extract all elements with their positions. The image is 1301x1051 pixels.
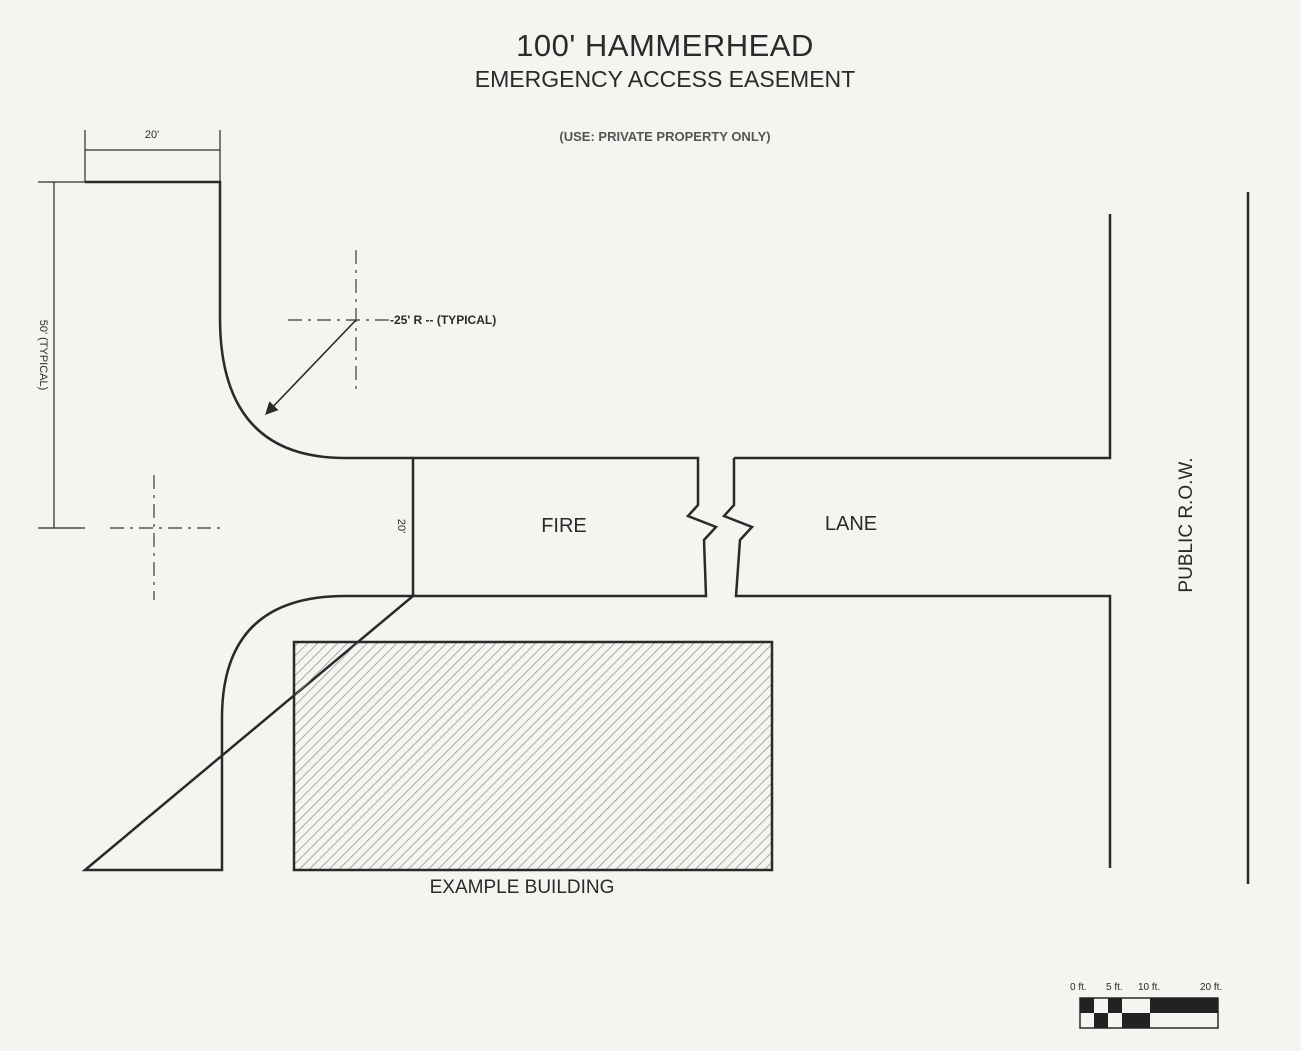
scale-tick-5: 5 ft. — [1106, 982, 1123, 993]
radius-center-cross — [288, 250, 390, 392]
scale-tick-0: 0 ft. — [1070, 982, 1087, 993]
usage-note: (USE: PRIVATE PROPERTY ONLY) — [559, 129, 771, 144]
drawing-title: 100' HAMMERHEAD — [516, 28, 814, 63]
building-label: EXAMPLE BUILDING — [430, 877, 615, 898]
radius-label: -25' R -- (TYPICAL) — [390, 313, 496, 327]
scale-tick-20: 20 ft. — [1200, 982, 1222, 993]
right-of-way-label: PUBLIC R.O.W. — [1176, 457, 1197, 592]
hammerhead-outline — [81, 180, 417, 872]
lane-label: LANE — [825, 513, 877, 535]
top-width-label: 20' — [145, 129, 159, 141]
scale-tick-10: 10 ft. — [1138, 982, 1160, 993]
scale-bar: 0 ft. 5 ft. 10 ft. 20 ft. — [1070, 982, 1222, 1029]
side-length-dimension — [38, 181, 85, 529]
example-building — [292, 640, 774, 872]
centerline-cross — [110, 475, 220, 600]
side-length-label: 50' (TYPICAL) — [37, 320, 49, 391]
drawing-subtitle: EMERGENCY ACCESS EASEMENT — [474, 66, 856, 92]
fire-lane-left-segment — [411, 456, 719, 598]
top-width-dimension — [84, 130, 221, 182]
lane-width-label: 20' — [395, 519, 407, 533]
fire-lane-right-segment — [721, 214, 1112, 868]
fire-label: FIRE — [541, 515, 587, 537]
radius-leader — [265, 319, 357, 415]
